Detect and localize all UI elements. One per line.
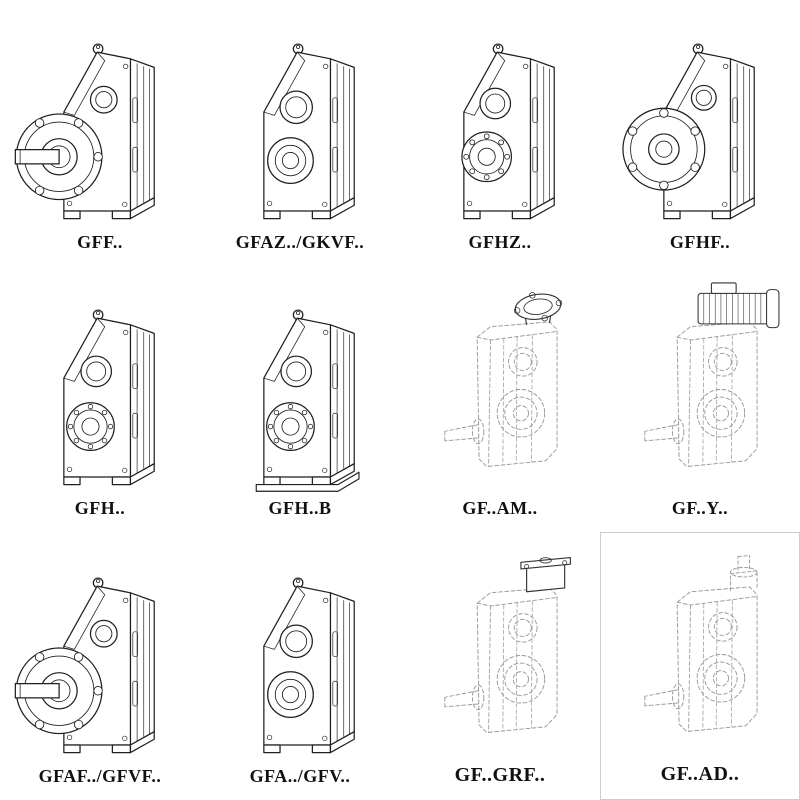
catalog-cell-gfaz-gkvf: GFAZ../GKVF.. [200,0,400,266]
model-label-gf-grf: GF..GRF.. [454,764,546,786]
gearbox-drawing-output-flange-with-shaft [4,550,196,764]
model-label-gfhf: GFHF.. [669,232,731,252]
model-label-gfh: GFH.. [74,498,126,518]
gearbox-drawing-output-flange-with-shaft [4,16,196,230]
gearbox-drawing-phantom-input-shaft [604,547,796,761]
model-label-gfa-gfv: GFA../GFV.. [249,766,351,786]
catalog-cell-gfaf-gfvf: GFAF../GFVF.. [0,532,200,800]
gearbox-drawing-hollow-shaft-cover [4,282,196,496]
model-label-gfh-b: GFH..B [268,498,332,518]
catalog-cell-gfhz: GFHZ.. [400,0,600,266]
gearbox-drawing-flange-face [604,16,796,230]
model-label-gff: GFF.. [77,232,123,252]
catalog-cell-gfh: GFH.. [0,266,200,532]
catalog-cell-gfh-b: GFH..B [200,266,400,532]
catalog-cell-gff: GFF.. [0,0,200,266]
model-label-gfhz: GFHZ.. [468,232,532,252]
catalog-cell-gf-grf: GF..GRF.. [400,532,600,800]
model-label-gf-ad: GF..AD.. [660,763,740,785]
model-label-gf-am: GF..AM.. [462,498,538,518]
catalog-cell-gf-ad: GF..AD.. [600,532,800,800]
gearbox-drawing-hollow-shaft-shrink-disc [404,16,596,230]
model-label-gfaf-gfvf: GFAF../GFVF.. [38,766,162,786]
gearbox-drawing-phantom-motor [604,282,796,496]
catalog-cell-gf-am: GF..AM.. [400,266,600,532]
model-label-gfaz-gkvf: GFAZ../GKVF.. [235,232,365,252]
catalog-cell-gfhf: GFHF.. [600,0,800,266]
gearbox-drawing-phantom-iec-flange [404,282,596,496]
catalog-cell-gfa-gfv: GFA../GFV.. [200,532,400,800]
catalog-cell-gf-y: GF..Y.. [600,266,800,532]
model-label-gf-y: GF..Y.. [671,498,729,518]
gearbox-drawing-hollow-shaft-baseplate [204,282,396,496]
gearbox-drawing-phantom-adapter [404,548,596,762]
gearbox-drawing-hollow-shaft [204,16,396,230]
gearbox-drawing-hollow-shaft [204,550,396,764]
